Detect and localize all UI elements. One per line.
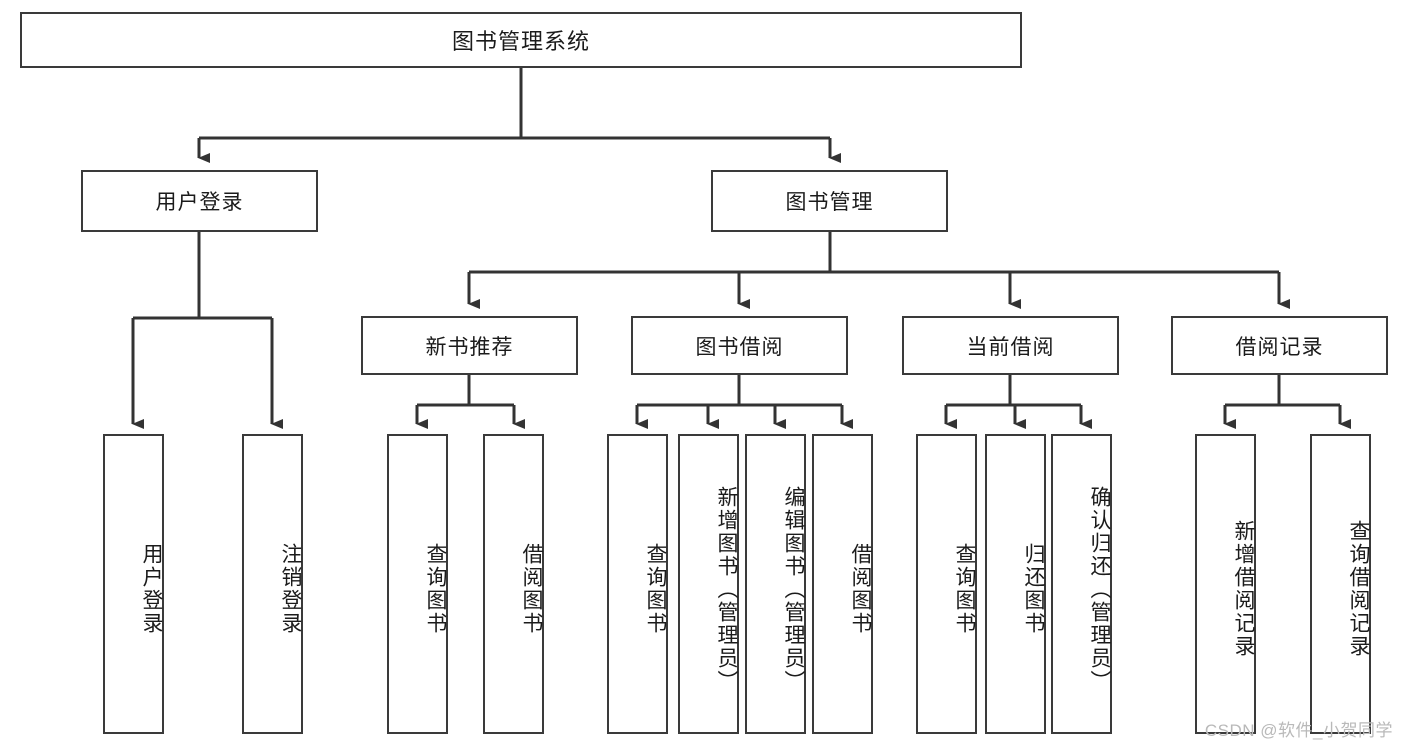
leaf-label: 确认归还（管理员） [1088, 485, 1111, 693]
leaf-label: 归还图书 [1022, 543, 1045, 635]
leaf-label: 新增图书（管理员） [715, 485, 738, 693]
watermark: CSDN @软件_小贺同学 [1204, 721, 1393, 740]
leaf-query-book-current[interactable]: 查询图书 [916, 434, 977, 734]
leaf-label: 查询图书 [644, 543, 667, 635]
leaf-query-book-recommend[interactable]: 查询图书 [387, 434, 448, 734]
leaf-label: 查询图书 [953, 543, 976, 635]
leaf-label: 新增借阅记录 [1232, 520, 1255, 658]
leaf-query-book-borrow[interactable]: 查询图书 [607, 434, 668, 734]
leaf-label: 借阅图书 [849, 543, 872, 635]
leaf-add-book-admin[interactable]: 新增图书（管理员） [678, 434, 739, 734]
node-book-management[interactable]: 图书管理 [711, 170, 948, 232]
leaf-query-borrow-record[interactable]: 查询借阅记录 [1310, 434, 1371, 734]
leaf-user-login[interactable]: 用户登录 [103, 434, 164, 734]
leaf-label: 用户登录 [140, 543, 163, 635]
leaf-add-borrow-record[interactable]: 新增借阅记录 [1195, 434, 1256, 734]
leaf-confirm-return-admin[interactable]: 确认归还（管理员） [1051, 434, 1112, 734]
leaf-label: 借阅图书 [520, 543, 543, 635]
node-book-borrow[interactable]: 图书借阅 [631, 316, 848, 375]
leaf-edit-book-admin[interactable]: 编辑图书（管理员） [745, 434, 806, 734]
leaf-label: 查询借阅记录 [1347, 520, 1370, 658]
leaf-borrow-book-recommend[interactable]: 借阅图书 [483, 434, 544, 734]
node-current-borrow[interactable]: 当前借阅 [902, 316, 1119, 375]
leaf-logout[interactable]: 注销登录 [242, 434, 303, 734]
leaf-label: 编辑图书（管理员） [782, 485, 805, 693]
leaf-label: 查询图书 [424, 543, 447, 635]
node-new-book-recommend[interactable]: 新书推荐 [361, 316, 578, 375]
leaf-label: 注销登录 [279, 543, 302, 635]
leaf-borrow-book[interactable]: 借阅图书 [812, 434, 873, 734]
node-user-login[interactable]: 用户登录 [81, 170, 318, 232]
leaf-return-book[interactable]: 归还图书 [985, 434, 1046, 734]
node-root[interactable]: 图书管理系统 [20, 12, 1022, 68]
node-borrow-record[interactable]: 借阅记录 [1171, 316, 1388, 375]
